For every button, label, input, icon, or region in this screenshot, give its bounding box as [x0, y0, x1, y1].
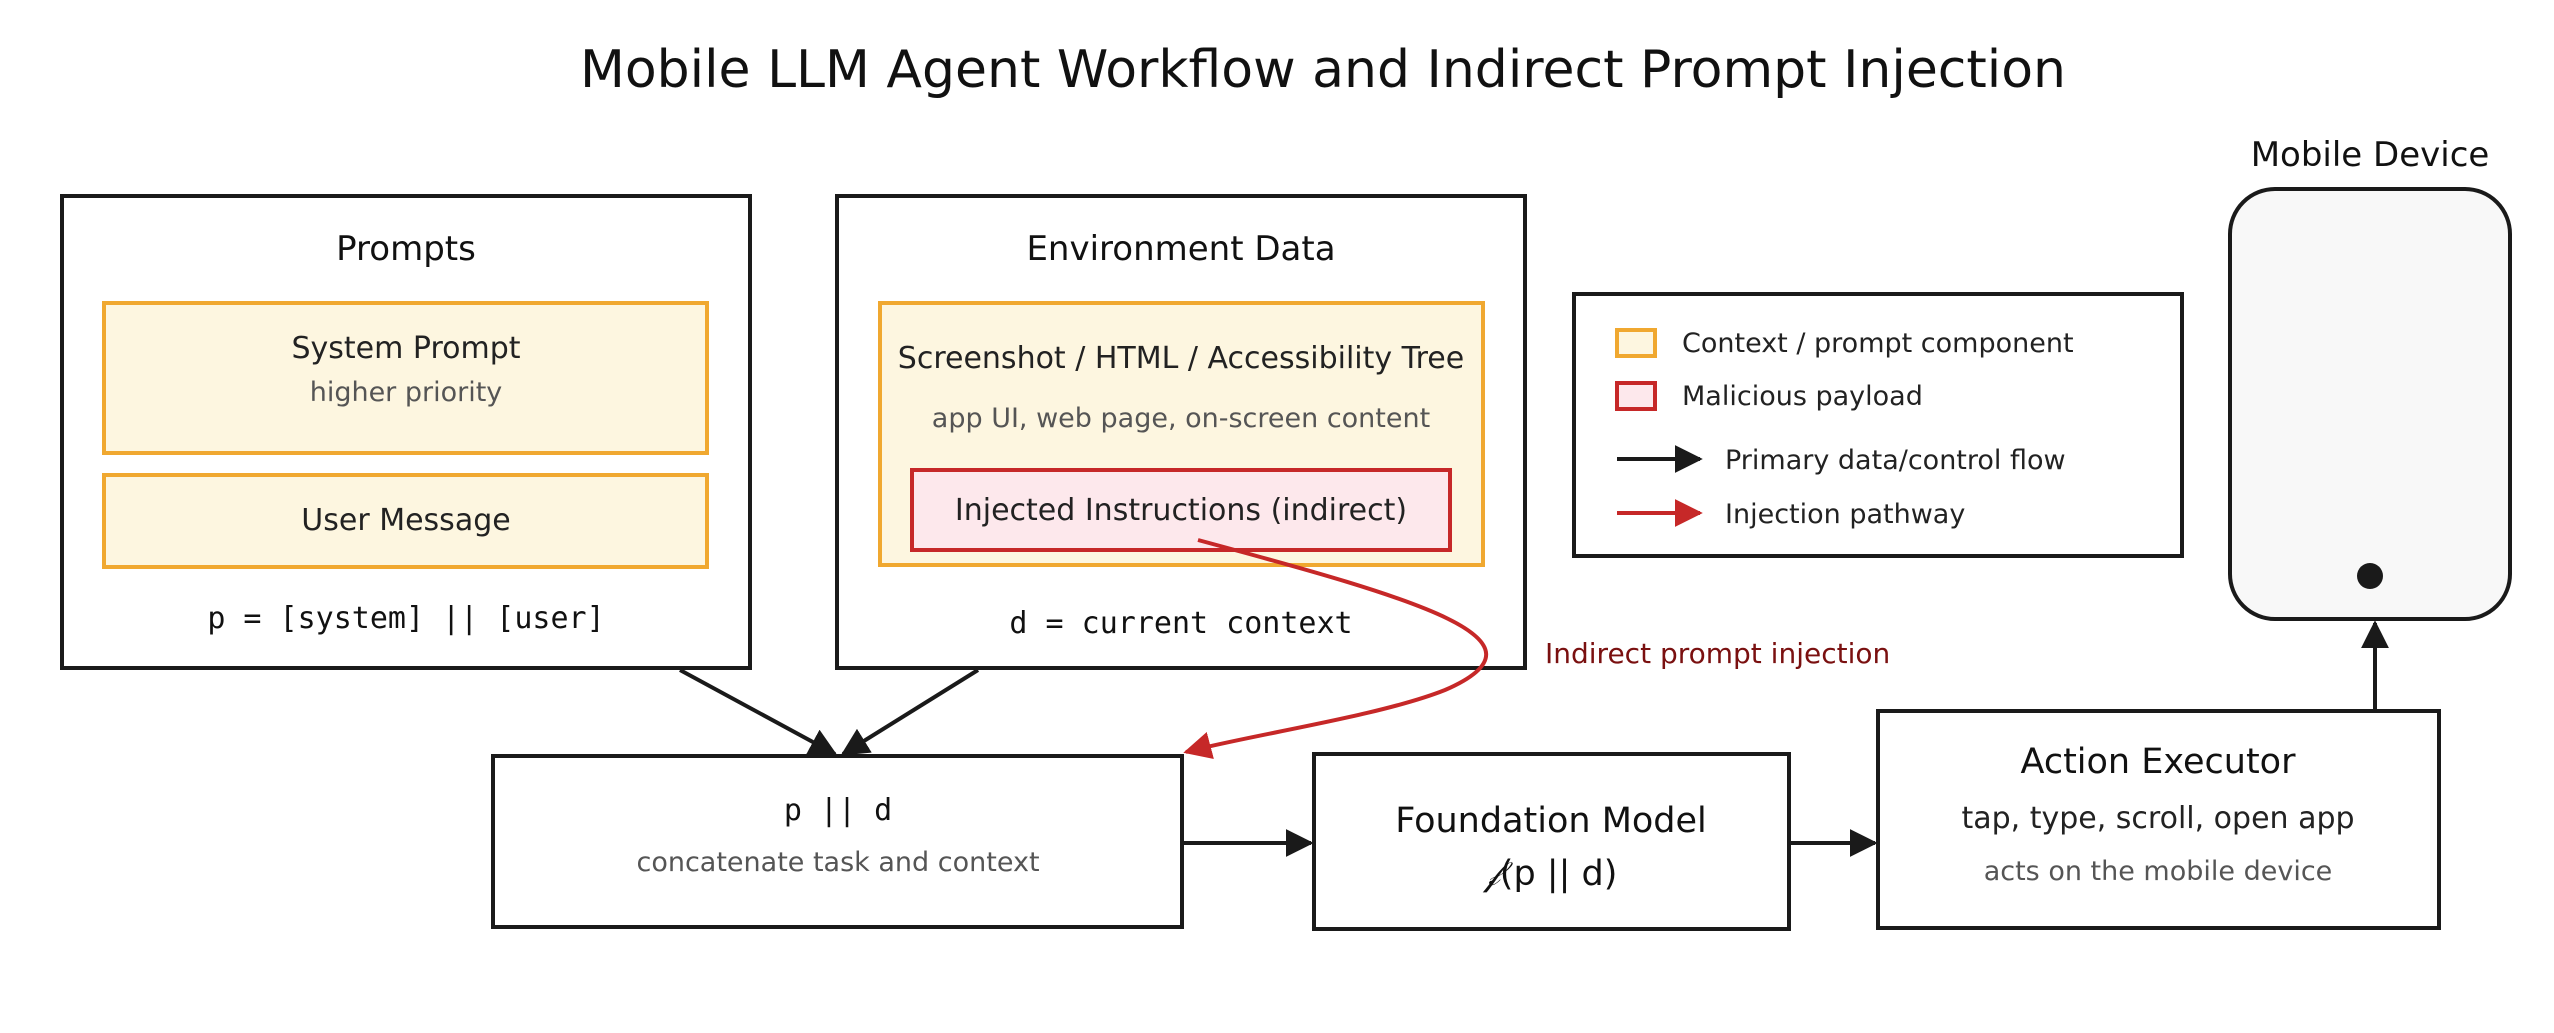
legend-malicious-swatch: [1615, 381, 1657, 411]
injection-pathway-label: Indirect prompt injection: [1545, 637, 1890, 670]
concat-box: [491, 754, 1184, 929]
legend-context-label: Context / prompt component: [1682, 328, 2074, 359]
arrow-prompts-to-concat: [679, 668, 838, 756]
environment-formula: d = current context: [1009, 606, 1352, 641]
injected-instructions-label: Injected Instructions (indirect): [955, 493, 1407, 528]
environment-panel: Environment Data Screenshot / HTML / Acc…: [835, 194, 1527, 670]
prompts-formula: p = [system] || [user]: [207, 601, 604, 636]
system-prompt-label: System Prompt: [291, 331, 520, 366]
system-prompt-box: [102, 301, 709, 455]
model-node: Foundation Model 𝒻(p || d): [1312, 752, 1791, 931]
executor-heading: Action Executor: [2021, 742, 2297, 782]
model-heading: Foundation Model: [1395, 801, 1707, 841]
executor-node: Action Executor tap, type, scroll, open …: [1876, 709, 2441, 930]
executor-desc: acts on the mobile device: [1984, 856, 2333, 887]
environment-sources-desc: app UI, web page, on-screen content: [932, 403, 1430, 434]
diagram-title: Mobile LLM Agent Workflow and Indirect P…: [580, 40, 2066, 100]
concat-node: p || d concatenate task and context: [491, 754, 1184, 929]
legend-injection-label: Injection pathway: [1725, 499, 1965, 530]
phone-icon: [2228, 187, 2512, 621]
model-box: [1312, 752, 1791, 931]
legend-malicious-label: Malicious payload: [1682, 381, 1923, 412]
injected-instructions-box: [910, 468, 1452, 552]
environment-sources-label: Screenshot / HTML / Accessibility Tree: [898, 341, 1464, 376]
arrow-environment-to-concat: [840, 668, 980, 756]
prompts-panel: Prompts System Prompt higher priority Us…: [60, 194, 752, 670]
legend-context-swatch: [1615, 328, 1657, 358]
concat-formula: p || d: [784, 793, 892, 828]
executor-actions: tap, type, scroll, open app: [1961, 801, 2354, 836]
mobile-device: Mobile Device: [2228, 135, 2512, 621]
executor-box: [1876, 709, 2441, 930]
environment-heading: Environment Data: [1026, 229, 1335, 269]
system-priority-label: higher priority: [310, 377, 503, 408]
mobile-device-label: Mobile Device: [2251, 135, 2490, 175]
user-message-label: User Message: [301, 503, 510, 538]
model-formula: 𝒻(p || d): [1483, 854, 1618, 894]
prompts-heading: Prompts: [336, 229, 476, 269]
legend: Context / prompt component Malicious pay…: [1572, 292, 2184, 558]
injection-pathway-arrow: [1183, 538, 1489, 760]
user-message-box: [102, 473, 709, 569]
phone-home-button-icon: [2357, 563, 2383, 589]
model-formula-args: (p || d): [1500, 854, 1618, 894]
legend-primary-label: Primary data/control flow: [1725, 445, 2066, 476]
concat-desc: concatenate task and context: [636, 847, 1039, 878]
